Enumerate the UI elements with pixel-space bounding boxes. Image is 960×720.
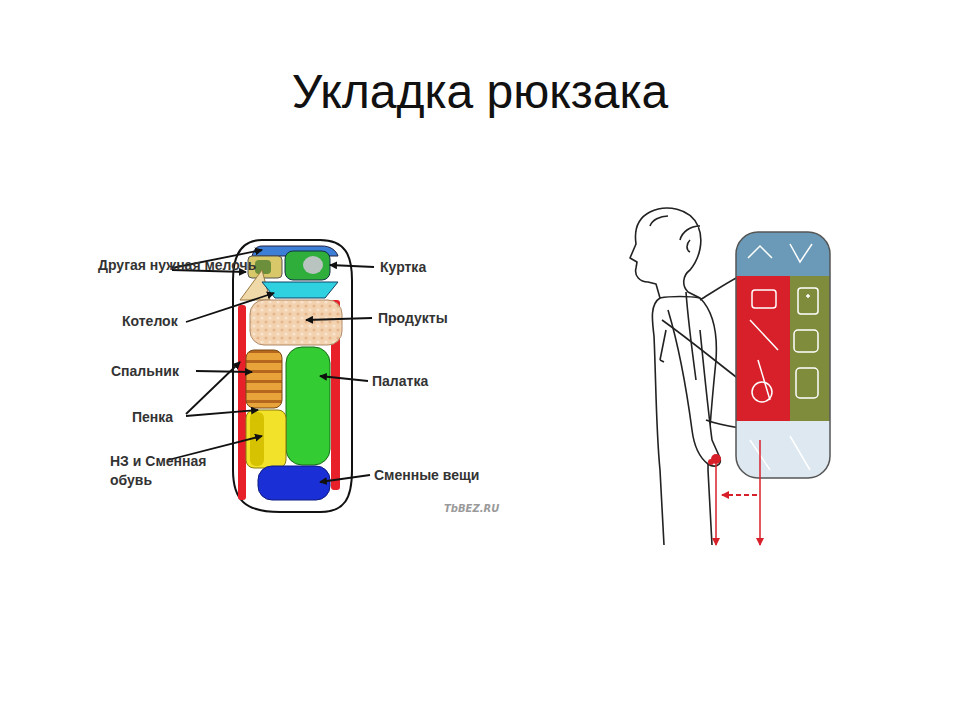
part-label: Куртка [380, 258, 426, 277]
leader-lines [168, 250, 374, 482]
balance-arrows [708, 440, 760, 545]
part-label: Сменные вещи [374, 466, 479, 485]
part-label: Палатка [372, 372, 428, 391]
part-label: Котелок [122, 312, 178, 331]
backpack-figure [736, 232, 830, 478]
backpack-outline [736, 232, 830, 478]
backpack-section [233, 240, 352, 512]
part-label: НЗ и Сменная обувь [110, 452, 245, 490]
watermark: TbBEZ.RU [444, 503, 499, 515]
part-label: Спальник [111, 362, 179, 381]
page-title: Укладка рюкзака [0, 64, 960, 120]
part-label: Пенка [132, 408, 173, 427]
part-label: Другая нужная мелочь [98, 256, 258, 275]
part-label: Продукты [378, 309, 448, 328]
